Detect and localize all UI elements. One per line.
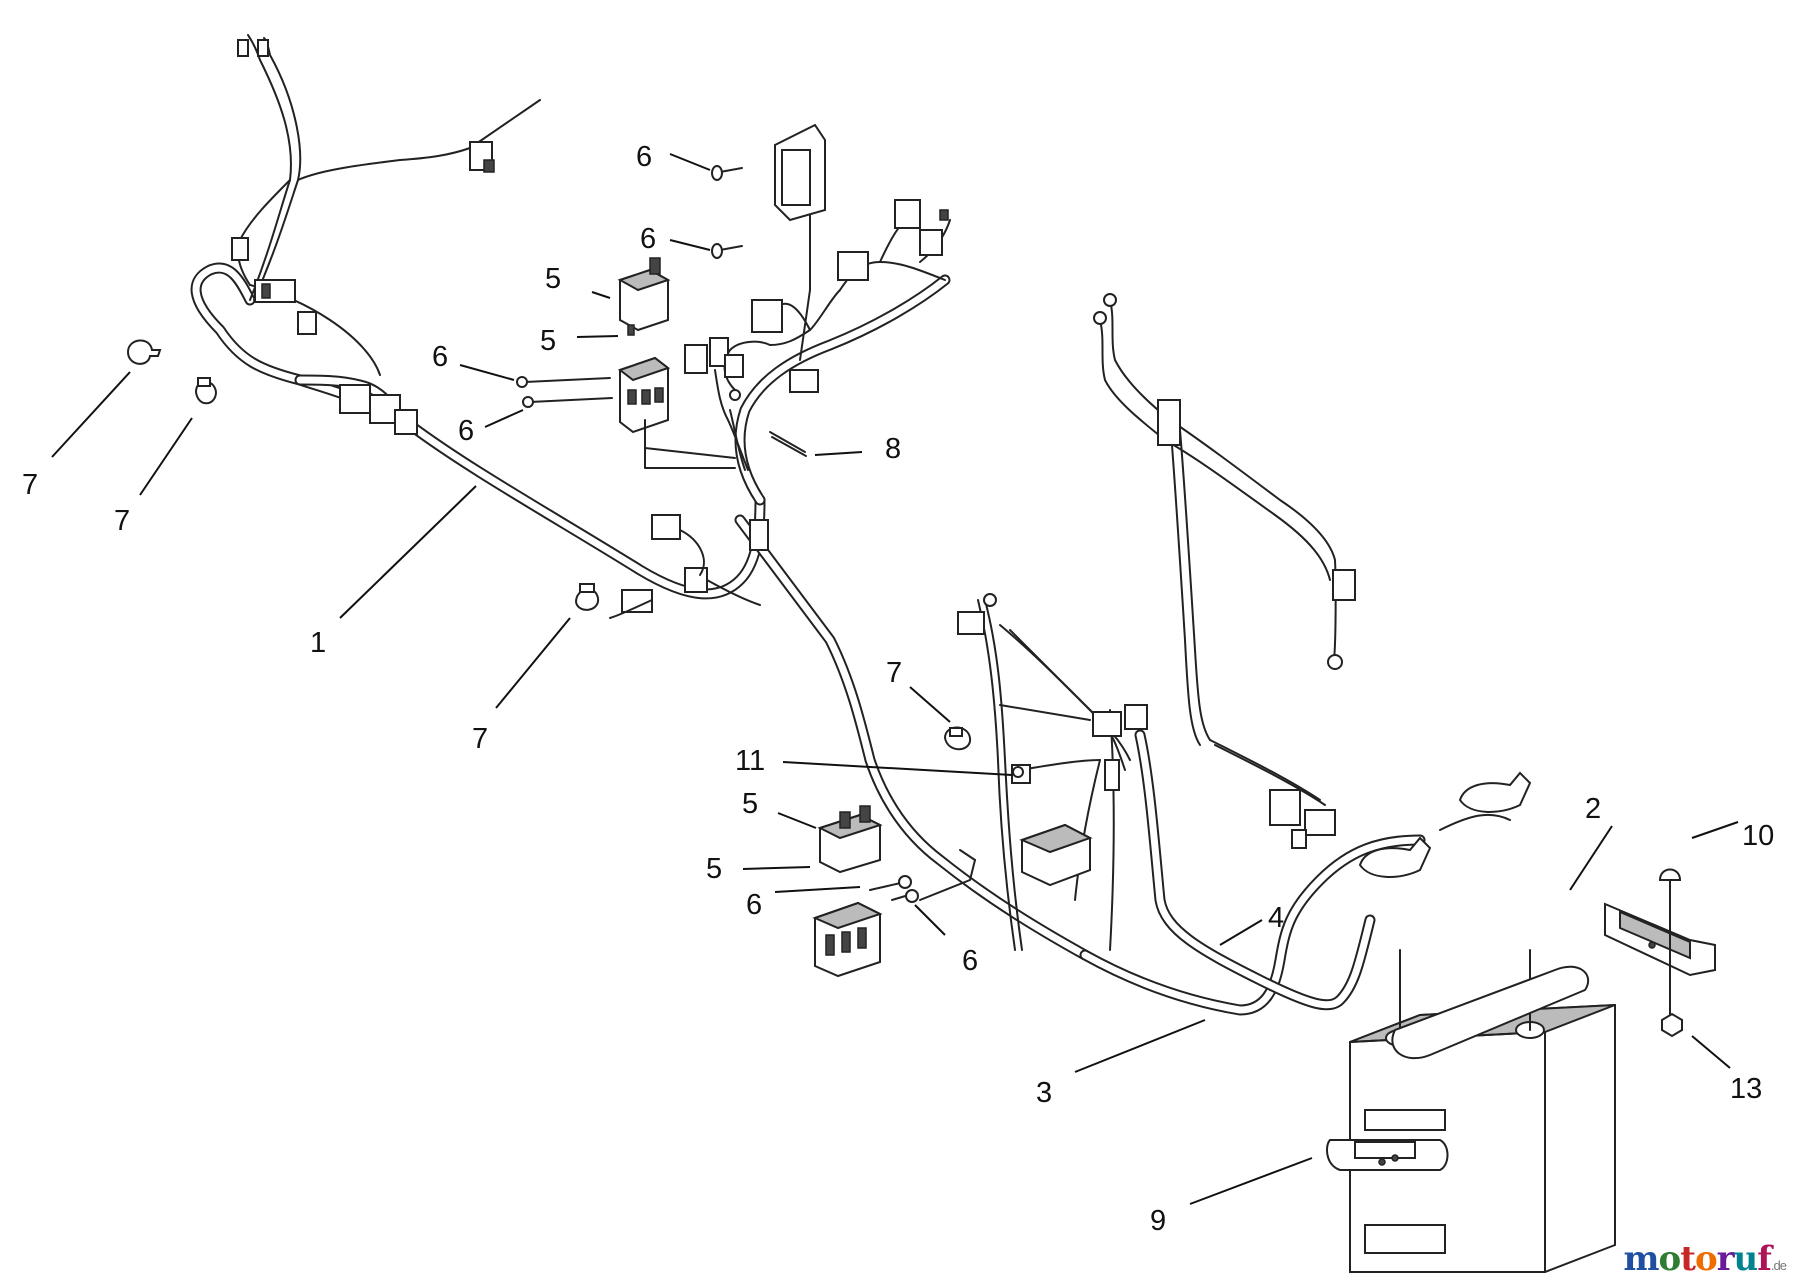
callout-7b: 7	[114, 505, 130, 537]
callout-11: 11	[735, 745, 765, 777]
clip-left-1	[126, 339, 162, 365]
callout-7a: 7	[22, 469, 38, 501]
battery-cables	[1079, 729, 1511, 1016]
clip-left-2	[194, 377, 218, 405]
callout-6b: 6	[640, 223, 656, 255]
relay-base-lower	[812, 901, 883, 978]
center-cluster-connectors	[957, 593, 1148, 791]
callout-5b: 5	[540, 325, 556, 357]
upper-right-branch	[714, 199, 951, 471]
bolts-upper	[516, 165, 743, 469]
leader-lines	[51, 153, 1739, 1205]
callout-13: 13	[1730, 1073, 1762, 1105]
bolts-lower	[869, 849, 976, 903]
relay-lower	[817, 805, 883, 874]
callout-3: 3	[1036, 1077, 1052, 1109]
callout-5c: 5	[742, 788, 758, 820]
battery-terminal-boots	[1358, 771, 1532, 878]
watermark-letter: r	[1716, 1239, 1735, 1279]
callout-7c: 7	[472, 723, 488, 755]
relay-base-upper	[617, 356, 671, 434]
upper-left-connectors	[231, 39, 495, 435]
callout-10: 10	[1742, 820, 1774, 852]
carriage-bolt	[1658, 868, 1682, 1016]
lock-nut	[1661, 1012, 1683, 1038]
callout-5d: 5	[706, 853, 722, 885]
battery-hold-down-bar	[1391, 965, 1590, 1060]
callout-4: 4	[1268, 902, 1284, 934]
callout-6e: 6	[746, 889, 762, 921]
watermark-letter: m	[1623, 1239, 1660, 1279]
callout-1: 1	[310, 627, 326, 659]
watermark-letter: o	[1658, 1239, 1682, 1279]
cable-tie	[769, 431, 807, 457]
callout-2: 2	[1585, 793, 1601, 825]
battery-strap	[1326, 1139, 1449, 1171]
callout-9: 9	[1150, 1205, 1166, 1237]
watermark-suffix: .de	[1770, 1258, 1787, 1273]
callout-5a: 5	[545, 263, 561, 295]
watermark-letter: t	[1680, 1239, 1696, 1279]
right-branch-connectors	[1093, 293, 1356, 849]
relay-upper	[617, 257, 671, 336]
callout-6f: 6	[962, 945, 978, 977]
callout-6d: 6	[458, 415, 474, 447]
callout-6c: 6	[432, 341, 448, 373]
clip-center	[574, 583, 600, 611]
motoruf-watermark: motoruf.de	[1623, 1239, 1787, 1279]
callout-numbers: 1 2 3 4 5 5 5 5 6 6 6 6 6 6 7 7 7 7 8 9 …	[22, 141, 1774, 1237]
callout-7d: 7	[886, 657, 902, 689]
watermark-letters: motoruf	[1623, 1239, 1772, 1279]
upper-right-connectors	[684, 123, 949, 401]
watermark-letter: o	[1694, 1239, 1718, 1279]
clip-center-right	[943, 726, 972, 751]
upper-left-branch-wires	[237, 34, 541, 376]
watermark-letter: u	[1733, 1239, 1759, 1279]
harness-mid-connectors	[609, 514, 769, 619]
watermark-letter: f	[1757, 1239, 1772, 1279]
hold-down-bracket	[1604, 902, 1716, 977]
relay-box-small	[1019, 823, 1093, 887]
callout-8: 8	[885, 433, 901, 465]
callout-6a: 6	[636, 141, 652, 173]
right-branch-wires	[1099, 299, 1337, 806]
